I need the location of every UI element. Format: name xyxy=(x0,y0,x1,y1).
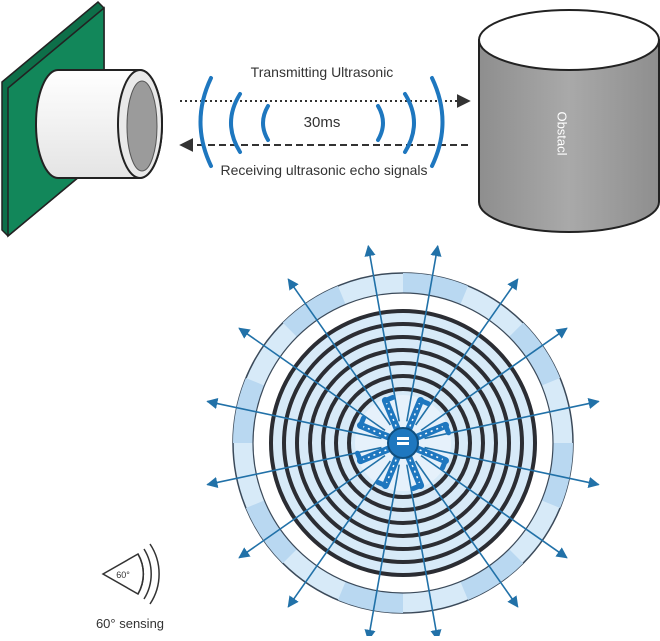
robot-arm-tip-4 xyxy=(410,482,424,492)
sensing-angle-label: 60° xyxy=(116,570,130,580)
sound-waves xyxy=(198,76,445,168)
sensing-ray-15 xyxy=(238,327,386,432)
robot-arm-tip-7 xyxy=(358,415,367,428)
sensing-ring-4 xyxy=(308,348,498,538)
sensing-ring-1 xyxy=(269,309,537,577)
wave-arc-left-middle xyxy=(229,92,242,154)
robot-arm-holes-5 xyxy=(385,453,400,484)
sensing-ray-6 xyxy=(424,446,600,488)
sensing-ray-11 xyxy=(287,460,392,608)
robot-arm-holes-1 xyxy=(406,402,421,433)
sensing-rays xyxy=(206,244,600,641)
robot-arm-holes-7 xyxy=(362,425,393,440)
transmit-label: Transmitting Ultrasonic xyxy=(250,64,394,80)
robot-arm-holes-2 xyxy=(413,425,444,440)
sensing-ray-4 xyxy=(420,327,568,432)
sensing-ray-7 xyxy=(420,454,568,559)
sensing-caption: 60° sensing xyxy=(95,616,165,631)
sensing-ray-3 xyxy=(414,278,519,426)
eight-arm-robot-icon xyxy=(354,394,452,492)
sensing-ray-12 xyxy=(238,454,386,559)
robot-arm-tip-3 xyxy=(439,458,448,471)
sensing-ray-13 xyxy=(206,446,382,488)
sensing-ring-5 xyxy=(321,361,485,525)
wave-arc-left-inner xyxy=(261,104,270,142)
obstacle-label: Obstacl xyxy=(554,111,570,156)
robot-arm-holes-4 xyxy=(406,453,421,484)
wave-arc-right-outer xyxy=(430,76,445,168)
sensing-ray-9 xyxy=(406,464,442,641)
sensing-ray-2 xyxy=(406,244,442,422)
robot-arm-holes-8 xyxy=(385,402,400,433)
wave-arc-right-inner xyxy=(376,104,385,142)
robot-arm-holes-6 xyxy=(362,446,393,461)
sensing-ray-14 xyxy=(206,398,382,440)
sensing-ring-3 xyxy=(295,335,511,551)
highlight-sector xyxy=(282,285,346,337)
highlight-sector xyxy=(403,273,469,305)
obstacle-cylinder xyxy=(478,9,660,233)
sensing-ray-16 xyxy=(287,278,392,426)
robot-arm-tip-8 xyxy=(382,394,396,404)
sensing-ray-5 xyxy=(424,398,600,440)
robot-arm-tip-1 xyxy=(418,398,431,407)
sensing-cone-icon xyxy=(101,543,160,605)
highlight-sector xyxy=(245,500,297,564)
wave-arc-right-middle xyxy=(403,92,416,154)
robot-arm-holes-3 xyxy=(413,446,444,461)
sensing-ring-2 xyxy=(282,322,524,564)
sensing-ring-6 xyxy=(334,374,472,512)
robot-arm-tip-2 xyxy=(442,422,452,436)
sensing-ray-10 xyxy=(364,464,400,641)
highlight-sector xyxy=(460,549,524,601)
sensing-ring-7 xyxy=(347,387,459,499)
receive-label: Receiving ultrasonic echo signals xyxy=(220,162,428,178)
ultrasonic-transducer-icon xyxy=(35,69,163,179)
highlight-sector xyxy=(337,581,403,613)
highlight-sector xyxy=(509,322,561,386)
sensing-ray-1 xyxy=(364,244,400,422)
sensing-ray-8 xyxy=(414,460,519,608)
robot-arm-tip-5 xyxy=(375,479,388,488)
robot-arm-tip-6 xyxy=(354,450,364,464)
echo-time-label: 30ms xyxy=(303,114,341,131)
wave-arc-left-outer xyxy=(198,76,213,168)
